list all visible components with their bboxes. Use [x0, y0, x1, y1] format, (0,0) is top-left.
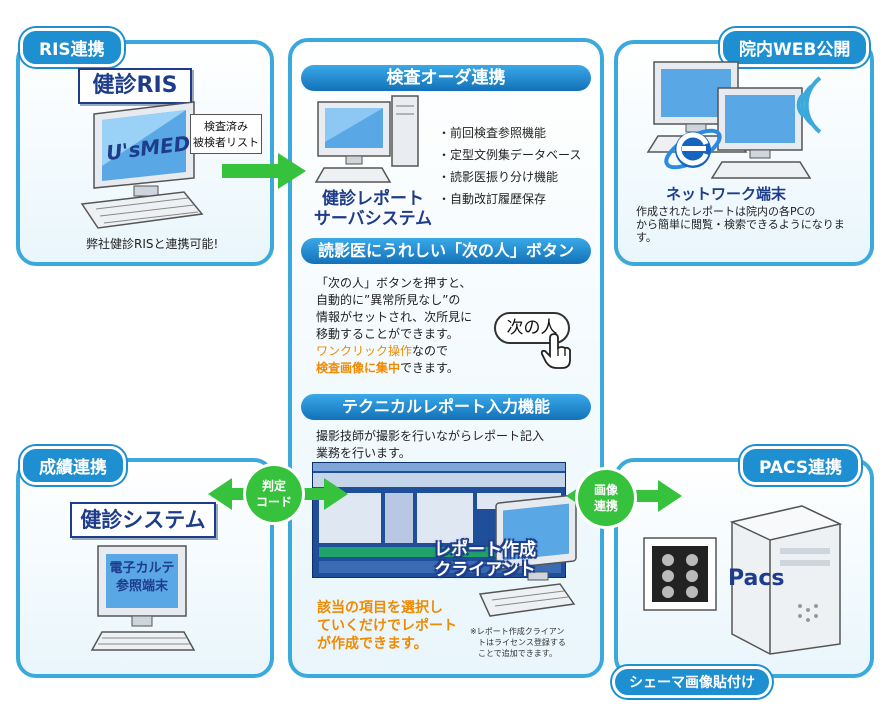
ris-to-server-arrow [222, 153, 306, 189]
desc-line: 情報がセットされ、次所見に [316, 310, 473, 324]
health-system-box: 健診システム [70, 502, 216, 538]
network-terminal-label: ネットワーク端末 [666, 185, 787, 203]
server-line-1: 健診レポート [322, 189, 424, 209]
seiseki-tag: 成績連携 [20, 446, 126, 485]
status-bar [319, 547, 561, 557]
select-line: が作成できます。 [317, 636, 428, 652]
order-header: 検査オーダ連携 [301, 65, 591, 91]
select-line: ていくだけでレポート [317, 618, 457, 634]
report-client-label: レポート作成 クライアント [420, 540, 550, 580]
desc-line: から簡単に閲覧・検索できるようになりま [636, 218, 845, 231]
pointing-hand-icon [540, 333, 571, 369]
pacs-server-illustration [643, 505, 843, 655]
desc-line: 自動的に”異常所見なし”の [316, 293, 461, 307]
form-pane [417, 493, 473, 543]
note-line: トはライセンス登録する [478, 638, 566, 647]
list-line: 検査済み [204, 120, 248, 133]
web-tag: 院内WEB公開 [720, 28, 870, 67]
feature-list: ・前回検査参照機能 ・定型文例集データベース ・読影医振り分け機能 ・自動改訂履… [438, 122, 581, 210]
select-line: 該当の項目を選択し [317, 600, 443, 616]
one-click-highlight: ワンクリック操作 [316, 344, 413, 358]
ris-pc-illustration [80, 101, 204, 229]
desc-line: ワンクリック操作なので [316, 343, 472, 360]
web-description: 作成されたレポートは院内の各PCの から簡単に閲覧・検索できるようになりま す。 [636, 205, 868, 244]
terminal-line: 参照端末 [115, 579, 168, 594]
badge-line: 連携 [593, 499, 618, 513]
badge-line: 判定 [261, 479, 286, 493]
desc-fragment: なので [412, 344, 449, 358]
client-pc-illustration [478, 494, 577, 617]
server-line-2: サーバシステム [313, 209, 433, 229]
web-panel [614, 40, 874, 266]
desc-line: 検査画像に集中できます。 [316, 360, 472, 377]
focus-highlight: 検査画像に集中 [316, 361, 401, 375]
server-pc-illustration [314, 95, 419, 183]
client-line-2: クライアント [434, 560, 536, 580]
terminal-line: 電子カルテ [109, 561, 175, 576]
badge-line: コード [255, 495, 292, 509]
browser-e-icon [664, 128, 722, 170]
list-line: 被検者リスト [193, 136, 259, 149]
desc-line: 業務を行います。 [316, 446, 411, 460]
next-person-description: 「次の人」ボタンを押すと、 自動的に”異常所見なし”の 情報がセットされ、次所見… [316, 275, 472, 377]
feature-item: ・定型文例集データベース [438, 148, 582, 162]
technical-report-description: 撮影技師が撮影を行いながらレポート記入 業務を行います。 [316, 428, 544, 462]
examined-list-box: 検査済み 被検者リスト [190, 114, 262, 154]
server-system-label: 健診レポート サーバシステム [308, 189, 438, 229]
desc-line: 移動することができます。 [316, 327, 459, 341]
note-line: ことで追加できます。 [478, 649, 557, 658]
medical-terminal-illustration [90, 545, 196, 651]
judgment-code-badge: 判定 コード [246, 466, 302, 522]
form-pane [385, 493, 413, 543]
client-line-1: レポート作成 [434, 540, 536, 560]
pacs-tag: PACS連携 [740, 446, 862, 485]
desc-line: 作成されたレポートは院内の各PCの [636, 205, 816, 218]
feature-item: ・読影医振り分け機能 [438, 170, 559, 184]
next-person-header: 読影医にうれしい「次の人」ボタン [301, 238, 591, 264]
desc-line: す。 [636, 231, 657, 244]
technical-report-header: テクニカルレポート入力機能 [301, 394, 591, 420]
desc-line: 撮影技師が撮影を行いながらレポート記入 [316, 429, 545, 443]
desc-line: 「次の人」ボタンを押すと、 [316, 276, 472, 290]
desc-fragment: できます。 [400, 361, 459, 375]
note-line: ※レポート作成クライアン [470, 627, 565, 636]
image-link-badge: 画像 連携 [578, 470, 634, 526]
feature-item: ・自動改訂履歴保存 [438, 192, 547, 206]
next-person-button[interactable]: 次の人 [494, 312, 570, 344]
select-items-text: 該当の項目を選択し ていくだけでレポート が作成できます。 [317, 599, 457, 653]
license-note: ※レポート作成クライアン トはライセンス登録する ことで追加できます。 [470, 626, 566, 659]
medical-terminal-label: 電子カルテ 参照端末 [104, 560, 180, 596]
window-toolbar [313, 473, 565, 487]
ris-caption: 弊社健診RISと連携可能! [86, 237, 219, 251]
pacs-server-label: Pacs [728, 566, 785, 591]
ris-tag: RIS連携 [20, 28, 124, 67]
badge-line: 画像 [593, 483, 618, 497]
schema-image-tag: シェーマ画像貼付け [612, 666, 772, 698]
window-title-bar [313, 463, 565, 471]
feature-item: ・前回検査参照機能 [438, 126, 547, 140]
ris-product-box: 健診RIS [78, 68, 192, 104]
